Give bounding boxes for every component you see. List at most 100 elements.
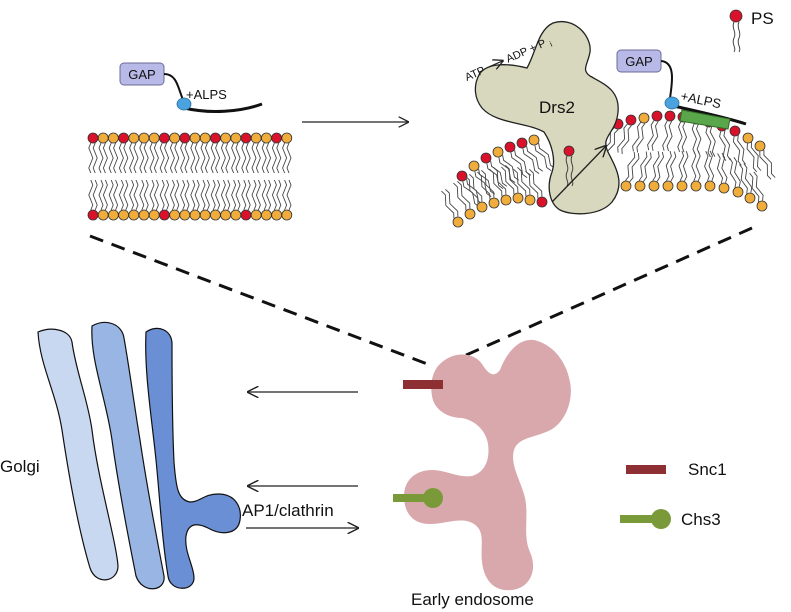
lipid-outer xyxy=(179,132,191,174)
alps-helix-right xyxy=(673,104,747,126)
lipid-inner-curved xyxy=(465,173,488,213)
ps-legend-head xyxy=(729,9,743,23)
ps-legend-tail-1 xyxy=(732,21,736,53)
lipid-inner-curved xyxy=(501,164,524,204)
lipid-inner-curved xyxy=(676,150,689,192)
lipid-inner xyxy=(260,179,272,221)
lipid-outer xyxy=(230,132,242,174)
ps-legend-tail-2 xyxy=(737,21,741,53)
gap-left: GAP +ALPS xyxy=(119,62,263,113)
golgi xyxy=(37,321,241,590)
alps-helix-inserted xyxy=(679,109,731,130)
flip-arrow xyxy=(551,146,606,203)
lipid-outer-curved xyxy=(617,114,637,155)
gap-linker-left xyxy=(163,73,185,103)
lipid-outer-curved xyxy=(754,140,776,180)
lipid-inner-curved xyxy=(634,151,652,192)
lipid-inner xyxy=(199,179,211,221)
lipid-outer-curved xyxy=(504,141,532,178)
lipid-outer xyxy=(271,132,283,174)
lipid-outer-curved xyxy=(468,160,496,197)
chs3-cargo-head xyxy=(423,488,443,508)
golgi-label: Golgi xyxy=(0,457,40,476)
snc1-cargo xyxy=(403,380,443,389)
gap-right: GAP +ALPS xyxy=(616,49,747,130)
lipid-inner xyxy=(230,179,242,221)
lipid-outer xyxy=(240,132,252,174)
lipid-inner xyxy=(220,179,232,221)
curved-bilayer-left xyxy=(441,134,556,228)
lipid-inner xyxy=(209,179,221,221)
chs3-cargo-stem xyxy=(393,494,431,502)
lipid-inner xyxy=(87,179,99,221)
golgi-cisterna-medial xyxy=(91,321,165,590)
lipid-inner-curved xyxy=(477,169,500,209)
lipid-inner xyxy=(128,179,140,221)
lipid-outer xyxy=(281,132,293,174)
lipid-inner-curved xyxy=(453,180,476,220)
lipid-inner-curved xyxy=(513,166,536,206)
chs3-legend-label: Chs3 xyxy=(681,510,721,529)
lipid-outer xyxy=(209,132,221,174)
lipid-outer-curved xyxy=(480,152,508,189)
alps-sphere-left xyxy=(176,97,192,111)
snc1-legend-bar xyxy=(626,465,666,474)
lipid-inner xyxy=(189,179,201,221)
lipid-outer-curved xyxy=(516,137,544,174)
lipid-outer-curved xyxy=(632,112,650,153)
drs2-flippase xyxy=(474,20,620,215)
alps-helix-left xyxy=(183,102,263,113)
golgi-cisterna-cis xyxy=(37,328,119,581)
lipid-inner-curved xyxy=(525,168,548,208)
lipid-outer xyxy=(128,132,140,174)
lipid-outer-curved xyxy=(662,110,676,152)
lipid-outer xyxy=(87,132,99,174)
lipid-inner-curved xyxy=(729,156,744,198)
lipid-inner-curved xyxy=(749,171,768,212)
gap-label-left: GAP xyxy=(128,67,155,82)
chs3-legend-stem xyxy=(620,515,660,523)
gap-linker-right xyxy=(660,60,673,99)
golgi-cisterna-trans xyxy=(145,327,241,589)
lipid-inner-curved xyxy=(648,151,664,192)
early-endosome xyxy=(404,339,571,591)
lipid-outer xyxy=(199,132,211,174)
curved-bilayer-right xyxy=(602,110,776,212)
flat-bilayer xyxy=(87,132,293,221)
lipid-inner xyxy=(148,179,160,221)
alps-label-left: +ALPS xyxy=(186,87,227,102)
lipid-inner-curved xyxy=(441,188,464,228)
lipid-outer-curved xyxy=(528,134,556,171)
lipid-outer xyxy=(158,132,170,174)
lipid-inner xyxy=(97,179,109,221)
lipid-inner-curved xyxy=(704,150,716,192)
lipid-inner xyxy=(118,179,129,221)
pi-subscript: i xyxy=(548,40,553,49)
gap-label-right: GAP xyxy=(625,54,652,69)
lipid-inner xyxy=(281,179,293,221)
lipid-inner-curved xyxy=(716,152,730,194)
lipid-outer xyxy=(169,132,181,174)
lipid-outer xyxy=(138,132,150,174)
lipid-inner-curved xyxy=(620,151,640,192)
flipping-ps-lipid xyxy=(563,145,575,187)
lipid-inner-curved xyxy=(662,150,677,192)
drs2-label: Drs2 xyxy=(539,98,575,117)
lipid-inner xyxy=(169,179,181,221)
lipid-inner-curved xyxy=(690,150,702,192)
lipid-inner-curved xyxy=(739,163,756,204)
atp-arrow xyxy=(488,61,503,67)
lipid-outer-curved xyxy=(742,132,762,173)
lipid-inner xyxy=(158,179,170,221)
ps-legend: PS xyxy=(729,9,774,53)
ap1-clathrin-label: AP1/clathrin xyxy=(242,501,334,520)
lipid-outer xyxy=(148,132,160,174)
early-endosome-label: Early endosome xyxy=(411,590,534,609)
lipid-inner xyxy=(240,179,252,221)
cargo-legend: Snc1 Chs3 xyxy=(620,460,727,529)
lipid-inner xyxy=(138,179,150,221)
lipid-outer xyxy=(260,132,272,174)
lipid-outer xyxy=(189,132,201,174)
alps-sphere-right xyxy=(664,96,680,110)
